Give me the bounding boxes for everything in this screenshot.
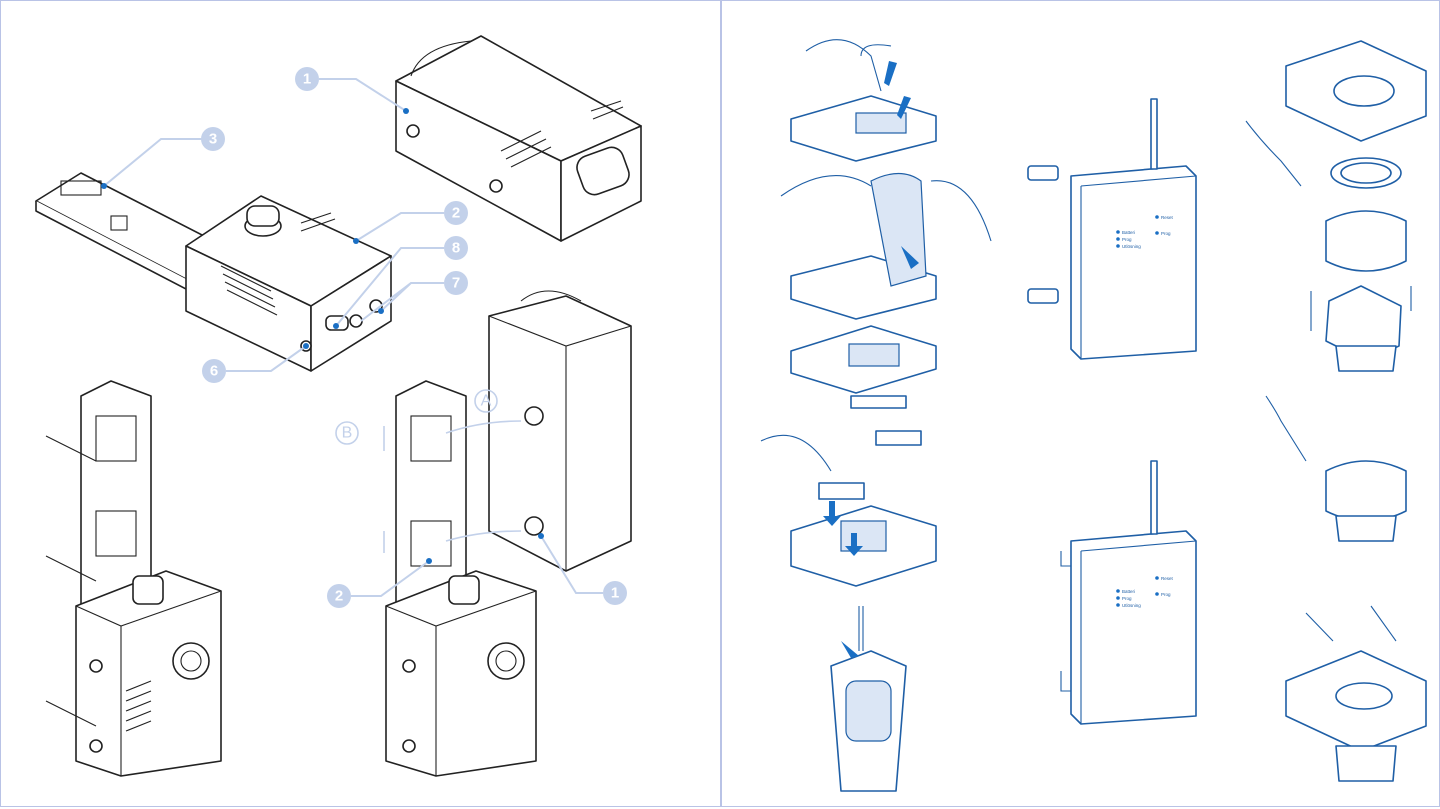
svg-text:Batteri: Batteri [1122, 230, 1135, 235]
svg-text:2: 2 [335, 588, 343, 605]
wall-bracket-assembly [1285, 605, 1427, 782]
svg-text:Batteri: Batteri [1122, 589, 1135, 594]
step-insert-battery-strip [780, 172, 992, 320]
svg-text:Prog: Prog [1161, 231, 1171, 236]
callout-B: B [335, 421, 359, 445]
device-battery-box [395, 35, 642, 242]
callout-8: 8 [444, 236, 468, 260]
left-panel-mounting-instructions: 1 3 2 8 7 6 A B 2 1 [0, 0, 722, 807]
svg-text:1: 1 [611, 585, 619, 602]
svg-text:2: 2 [452, 205, 460, 222]
callout-2-bottom: 2 [327, 584, 351, 608]
svg-text:Utlösning: Utlösning [1122, 244, 1141, 249]
vertical-rail-with-device-left [45, 380, 222, 777]
svg-text:Prog: Prog [1122, 596, 1132, 601]
svg-text:3: 3 [209, 131, 217, 148]
mounting-illustration: 1 3 2 8 7 6 A B 2 1 [35, 35, 642, 777]
callout-1-bottom: 1 [603, 581, 627, 605]
sounder-with-cable [1265, 395, 1407, 542]
svg-text:Prog: Prog [1122, 237, 1132, 242]
svg-text:Reset: Reset [1161, 576, 1174, 581]
callout-1-top: 1 [295, 67, 319, 91]
svg-text:A: A [481, 393, 492, 410]
svg-text:7: 7 [452, 275, 460, 292]
installation-illustration: Batteri Prog Utlösning Reset Prog Batter… [760, 39, 1427, 792]
callout-3: 3 [201, 127, 225, 151]
detector-unit [185, 195, 392, 372]
pir-sensor [830, 606, 907, 792]
vertical-rail-with-device-right [383, 290, 632, 777]
svg-text:B: B [342, 425, 353, 442]
callout-6: 6 [202, 359, 226, 383]
svg-text:Prog: Prog [1161, 592, 1171, 597]
svg-text:1: 1 [303, 71, 311, 88]
svg-text:8: 8 [452, 240, 460, 257]
right-panel-installation-steps: Batteri Prog Utlösning Reset Prog Batter… [720, 0, 1440, 807]
step-battery-tray [790, 325, 937, 446]
callout-A: A [474, 389, 498, 413]
callout-7: 7 [444, 271, 468, 295]
receiver-unit-top: Batteri Prog Utlösning Reset Prog [1027, 98, 1197, 360]
svg-text:6: 6 [210, 363, 218, 380]
step-insert-cartridge [760, 434, 937, 587]
ceiling-mount-assembly [1245, 40, 1427, 372]
step-remove-cover [790, 39, 937, 162]
svg-text:Reset: Reset [1161, 215, 1174, 220]
svg-text:Utlösning: Utlösning [1122, 603, 1141, 608]
callout-2-top: 2 [444, 201, 468, 225]
receiver-unit-bottom: Batteri Prog Utlösning Reset Prog [1060, 460, 1197, 725]
